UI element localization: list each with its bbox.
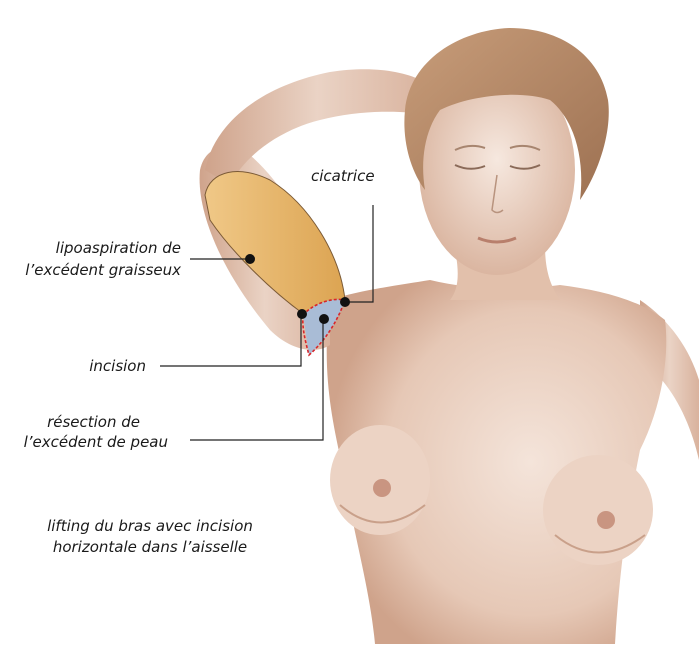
leader-cicatrice bbox=[345, 205, 373, 302]
label-resection-line1: résection de bbox=[0, 412, 140, 432]
label-incision: incision bbox=[0, 356, 146, 376]
dot-incision bbox=[297, 309, 307, 319]
label-lipoaspiration-line2: l’excédent graisseux bbox=[0, 260, 181, 280]
dot-lipo bbox=[245, 254, 255, 264]
dot-resection bbox=[319, 314, 329, 324]
label-resection-line2: l’excédent de peau bbox=[0, 432, 168, 452]
label-lipoaspiration-line1: lipoaspiration de bbox=[0, 238, 181, 258]
breast-right bbox=[543, 455, 653, 565]
caption-line1: lifting du bras avec incision bbox=[30, 516, 270, 536]
dot-cicatrice bbox=[340, 297, 350, 307]
caption-line2: horizontale dans l’aisselle bbox=[30, 537, 270, 557]
label-cicatrice: cicatrice bbox=[311, 166, 375, 186]
